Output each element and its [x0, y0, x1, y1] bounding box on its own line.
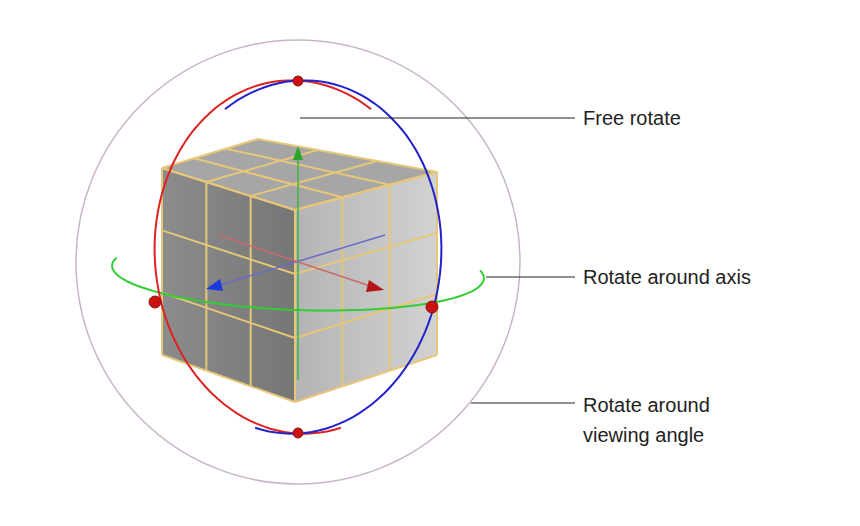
- handles: [149, 76, 438, 438]
- grid-line: [162, 293, 295, 338]
- cube-grid: [162, 139, 437, 402]
- callout-label: Rotate around axis: [583, 262, 751, 292]
- leader-lines: [300, 118, 575, 403]
- grid-line: [295, 294, 437, 338]
- callout-label: Rotate around viewing angle: [583, 390, 765, 450]
- rotation-ring: [155, 80, 371, 433]
- rotation-ring: [225, 80, 441, 433]
- grid-line: [341, 197, 343, 386]
- grid-line: [295, 172, 437, 210]
- axes: [206, 146, 385, 380]
- grid-line: [295, 355, 437, 402]
- grid-line: [251, 161, 378, 196]
- grid-line: [162, 168, 295, 210]
- grid-line: [294, 210, 296, 402]
- grid-line: [162, 355, 295, 402]
- cube-right: [295, 172, 437, 402]
- callout-label: Free rotate: [583, 103, 681, 133]
- grid-line: [258, 139, 437, 172]
- view-ring: [76, 40, 520, 484]
- grid-line: [162, 230, 295, 274]
- grid-line: [389, 185, 391, 371]
- cube-left: [162, 168, 295, 402]
- grid-line: [205, 182, 207, 371]
- grid-line: [250, 196, 252, 386]
- grid-line: [294, 210, 296, 402]
- rotation-rings: [112, 80, 484, 433]
- grid-line: [295, 172, 437, 210]
